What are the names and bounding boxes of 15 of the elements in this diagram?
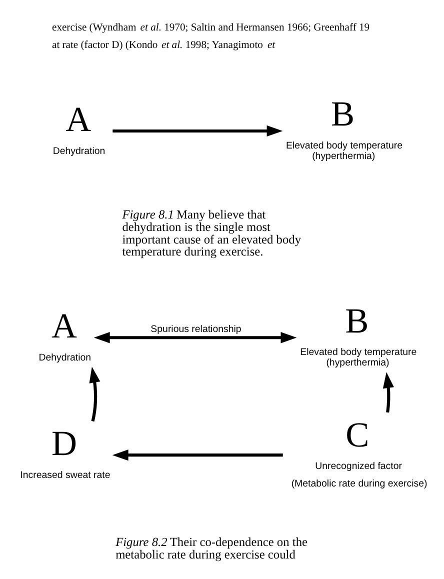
- node-text: A Dehydration: [52, 100, 106, 157]
- arrow: [382, 372, 394, 413]
- node-text: D Increased sweat rate: [20, 424, 110, 481]
- node-text: C Unrecognized factor (Metabolic rate during exercise): [291, 415, 428, 490]
- node-text: B Elevated body temperature (hyperthermia): [300, 301, 417, 369]
- label: Figure 8.2 Their co-dependence on the metabolic rate during exercise could: [116, 535, 308, 562]
- node-text: B Elevated body temperature (hyperthermia): [286, 94, 403, 162]
- arrow: [112, 450, 283, 461]
- arrow: [94, 332, 297, 344]
- label: Figure 8.1 Many believe that dehydration is the single most important cause of an elevated body temperature during exercise.: [122, 208, 302, 259]
- arrow: [89, 366, 100, 422]
- label: exercise (Wyndham et al. 1970; Saltin and Hermansen 1966; Greenhaff 19 at rate (factor D) (Kondo et al. 1998; Yanagimoto et: [52, 22, 370, 51]
- edge-label: Spurious relationship: [150, 324, 242, 336]
- arrow: [112, 125, 283, 137]
- node-text: A Dehydration: [38, 306, 92, 364]
